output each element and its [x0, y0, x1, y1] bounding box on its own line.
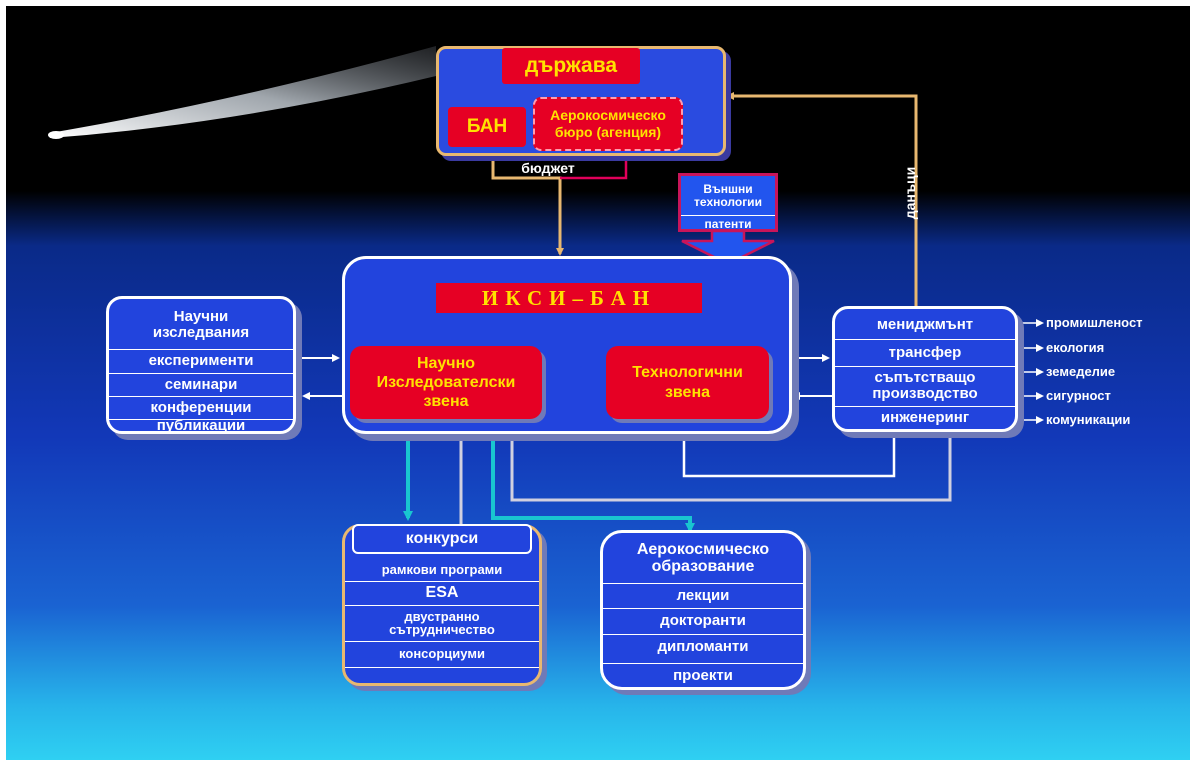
education-panel: Аерокосмическо образование лекции доктор…	[600, 530, 806, 690]
management-item: трансфер	[888, 343, 962, 361]
sector-label: промишленост	[1046, 315, 1143, 330]
ban-box: БАН	[448, 107, 526, 147]
agency-box: Аерокосмическо бюро (агенция)	[533, 97, 683, 151]
comet-decoration	[48, 46, 436, 139]
research-activities-item: семинари	[164, 375, 238, 393]
sector-label: екология	[1046, 340, 1105, 355]
taxes-label: данъци	[902, 166, 918, 220]
education-item: проекти	[673, 667, 733, 685]
research-activities-item: публикации	[156, 417, 246, 435]
state-box: държава	[502, 48, 640, 84]
education-item: докторанти	[660, 612, 746, 630]
funding-item: ESA	[425, 583, 459, 601]
agency-label: Аерокосмическо бюро (агенция)	[550, 107, 666, 140]
budget-label: бюджет	[521, 160, 575, 176]
research-units-label: Научно Изследователски звена	[376, 354, 516, 411]
education-header: Аерокосмическо образование	[636, 541, 770, 575]
tech-units-box: Технологични звена	[606, 346, 769, 419]
funding-item: консорциуми	[399, 646, 485, 662]
research-activities-item: Научни изследвания	[152, 308, 250, 341]
education-item: лекции	[676, 586, 730, 604]
external-tech-box: Външни технологии патенти	[678, 173, 778, 232]
research-activities-item: експерименти	[148, 352, 254, 370]
center-title: ИКСИ–БАН	[436, 283, 702, 313]
funding-header-label: конкурси	[405, 529, 479, 547]
funding-items: рамкови програми ESA двустранно сътрудни…	[345, 558, 539, 678]
management-item: инженеринг	[880, 409, 970, 427]
funding-item: двустранно сътрудничество	[389, 609, 495, 637]
sector-label: комуникации	[1046, 412, 1131, 427]
slide: държава БАН Аерокосмическо бюро (агенция…	[6, 6, 1190, 760]
funding-header: конкурси	[352, 524, 532, 554]
management-panel: мениджмънт трансфер съпътстващо производ…	[832, 306, 1018, 432]
research-activities-panel: Научни изследвания експерименти семинари…	[106, 296, 296, 434]
research-units-box: Научно Изследователски звена	[350, 346, 542, 419]
management-item: мениджмънт	[876, 316, 974, 334]
external-patents: патенти	[704, 216, 752, 231]
education-item: дипломанти	[657, 638, 749, 656]
sector-label: сигурност	[1046, 388, 1111, 403]
funding-item: рамкови програми	[381, 561, 503, 577]
tech-units-label: Технологични звена	[632, 364, 743, 401]
management-item: съпътстващо производство	[872, 369, 978, 402]
external-tech-line1: Външни технологии	[694, 182, 762, 209]
sector-label: земеделие	[1046, 364, 1116, 379]
research-activities-item: конференции	[150, 398, 252, 416]
